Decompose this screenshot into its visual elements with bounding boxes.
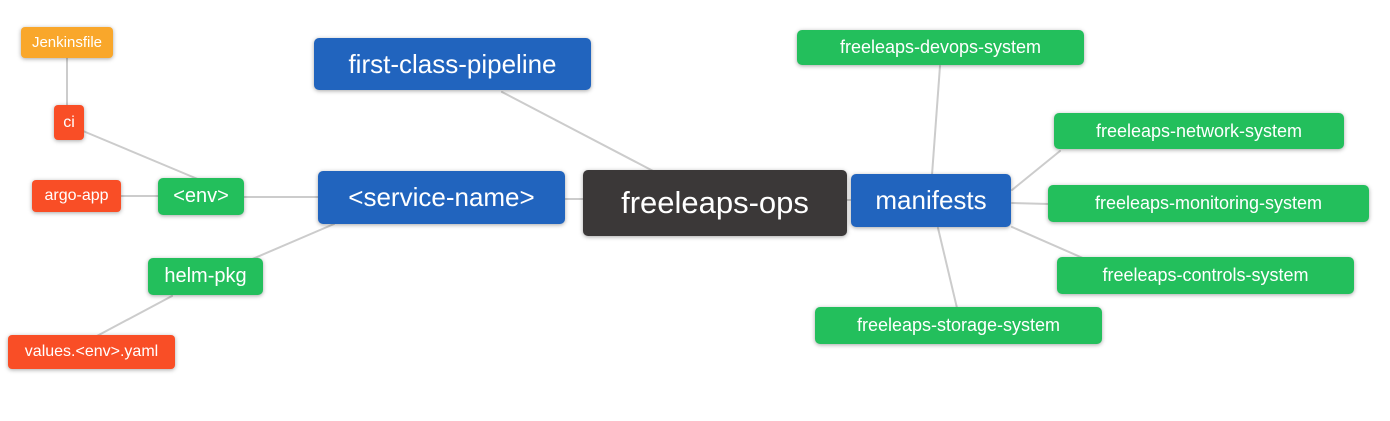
edge-pipeline-freeleaps-ops bbox=[501, 91, 656, 173]
edge-helm-pkg-service-name bbox=[249, 223, 335, 261]
node-values-env-yaml[interactable]: values.<env>.yaml bbox=[8, 335, 175, 369]
node-env[interactable]: <env> bbox=[158, 178, 244, 215]
node-argo-app[interactable]: argo-app bbox=[32, 180, 121, 212]
edge-manifests-monitoring bbox=[1011, 202, 1050, 205]
node-first-class-pipeline[interactable]: first-class-pipeline bbox=[314, 38, 591, 90]
node-manifests[interactable]: manifests bbox=[851, 174, 1011, 227]
node-freeleaps-devops-system[interactable]: freeleaps-devops-system bbox=[797, 30, 1084, 65]
edge-manifests-storage bbox=[937, 227, 958, 309]
node-helm-pkg[interactable]: helm-pkg bbox=[148, 258, 263, 295]
node-freeleaps-ops[interactable]: freeleaps-ops bbox=[583, 170, 847, 236]
node-service-name[interactable]: <service-name> bbox=[318, 171, 565, 224]
node-ci[interactable]: ci bbox=[54, 105, 84, 140]
node-freeleaps-monitoring-system[interactable]: freeleaps-monitoring-system bbox=[1048, 185, 1369, 222]
edge-values-helm-pkg bbox=[94, 295, 173, 338]
edge-ci-env bbox=[82, 130, 201, 181]
node-freeleaps-controls-system[interactable]: freeleaps-controls-system bbox=[1057, 257, 1354, 294]
edge-manifests-devops bbox=[931, 65, 941, 176]
edge-manifests-controls bbox=[1011, 226, 1086, 260]
node-freeleaps-network-system[interactable]: freeleaps-network-system bbox=[1054, 113, 1344, 149]
node-freeleaps-storage-system[interactable]: freeleaps-storage-system bbox=[815, 307, 1102, 344]
edge-manifests-network bbox=[1011, 150, 1061, 191]
node-jenkinsfile[interactable]: Jenkinsfile bbox=[21, 27, 113, 58]
